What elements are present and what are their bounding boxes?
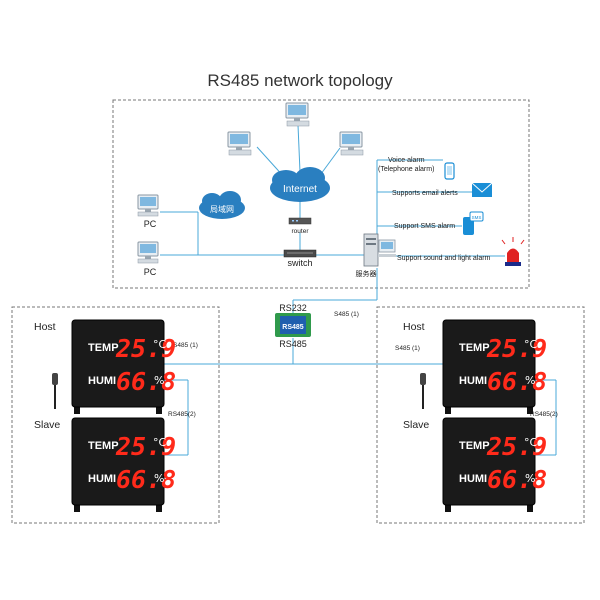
link-label-right-host: S485 (1) [395,345,420,352]
svg-text:HUMI: HUMI [88,473,116,485]
svg-text:TEMP: TEMP [88,342,119,354]
diagram-title: RS485 network topology [207,71,393,90]
link-label-top: S485 (1) [334,311,359,318]
display-device-right-host: TEMP 25.9 °C HUMI 66.8 % [442,319,547,414]
svg-text:TEMP: TEMP [459,342,490,354]
pc-icon [137,241,159,264]
lan-cloud-icon [199,191,245,219]
phone-icon [444,162,455,180]
left-device-box [11,306,220,524]
converter-bottom-label: RS485 [279,339,307,349]
sms-icon: SMS [463,211,484,235]
display-device-left-host: TEMP 25.9 °C HUMI 66.8 % [71,319,176,414]
server-icon [363,233,396,267]
internet-label: Internet [283,184,317,195]
svg-text:SMS: SMS [472,215,482,220]
server-label: 服务器 [356,269,377,278]
network-box [112,99,530,289]
pc-icon [137,194,159,217]
svg-text:%: % [525,472,535,485]
slave-label: Slave [403,419,429,431]
computer-icon [285,102,310,127]
svg-text:%: % [154,472,164,485]
email-icon [471,182,493,197]
svg-text:HUMI: HUMI [459,375,487,387]
svg-text:25.9: 25.9 [115,334,176,363]
voice-alarm-label: Voice alarm [388,157,425,164]
router-icon [288,217,312,225]
sensor-probe-icon [420,373,426,409]
display-device-right-slave: TEMP 25.9 °C HUMI 66.8 % [442,417,547,512]
converter-top-label: RS232 [279,303,307,313]
svg-text:%: % [154,374,164,387]
connection-lines [150,124,557,456]
email-alert-label: Supports email alerts [392,190,458,197]
svg-text:°C: °C [524,338,538,351]
alarm-light-icon [501,237,525,266]
router-label: router [292,228,310,235]
svg-text:TEMP: TEMP [459,440,490,452]
svg-text:66.8: 66.8 [487,465,547,494]
computer-icon [227,131,252,156]
svg-text:°C: °C [153,338,167,351]
host-label: Host [34,321,56,333]
pc-label: PC [144,267,157,277]
converter-body-label: RS485 [282,324,304,331]
link-label-right-slave: RS485(2) [530,411,558,418]
svg-text:25.9: 25.9 [115,432,176,461]
svg-text:HUMI: HUMI [459,473,487,485]
voice-alarm-sub-label: (Telephone alarm) [378,166,434,173]
lan-cloud-label: 局域网 [210,204,234,214]
switch-icon [283,249,317,258]
pc-label: PC [144,219,157,229]
link-label-left-slave: RS485(2) [168,411,196,418]
internet-cloud-icon [270,167,330,202]
svg-text:66.8: 66.8 [116,367,176,396]
switch-label: switch [287,258,312,268]
sound-light-alarm-label: Support sound and light alarm [397,255,491,262]
computer-icon [339,131,364,156]
svg-text:°C: °C [153,436,167,449]
sensor-probe-icon [52,373,58,409]
svg-text:25.9: 25.9 [486,334,547,363]
converter-icon [275,313,311,337]
svg-text:%: % [525,374,535,387]
svg-text:66.8: 66.8 [116,465,176,494]
svg-text:66.8: 66.8 [487,367,547,396]
svg-text:TEMP: TEMP [88,440,119,452]
svg-text:HUMI: HUMI [88,375,116,387]
svg-text:25.9: 25.9 [486,432,547,461]
svg-text:°C: °C [524,436,538,449]
display-device-left-slave: TEMP 25.9 °C HUMI 66.8 % [71,417,176,512]
host-label: Host [403,321,425,333]
right-device-box [376,306,585,524]
sms-alarm-label: Support SMS alarm [394,223,455,230]
slave-label: Slave [34,419,60,431]
link-label-left-host: S485 (1) [173,342,198,349]
